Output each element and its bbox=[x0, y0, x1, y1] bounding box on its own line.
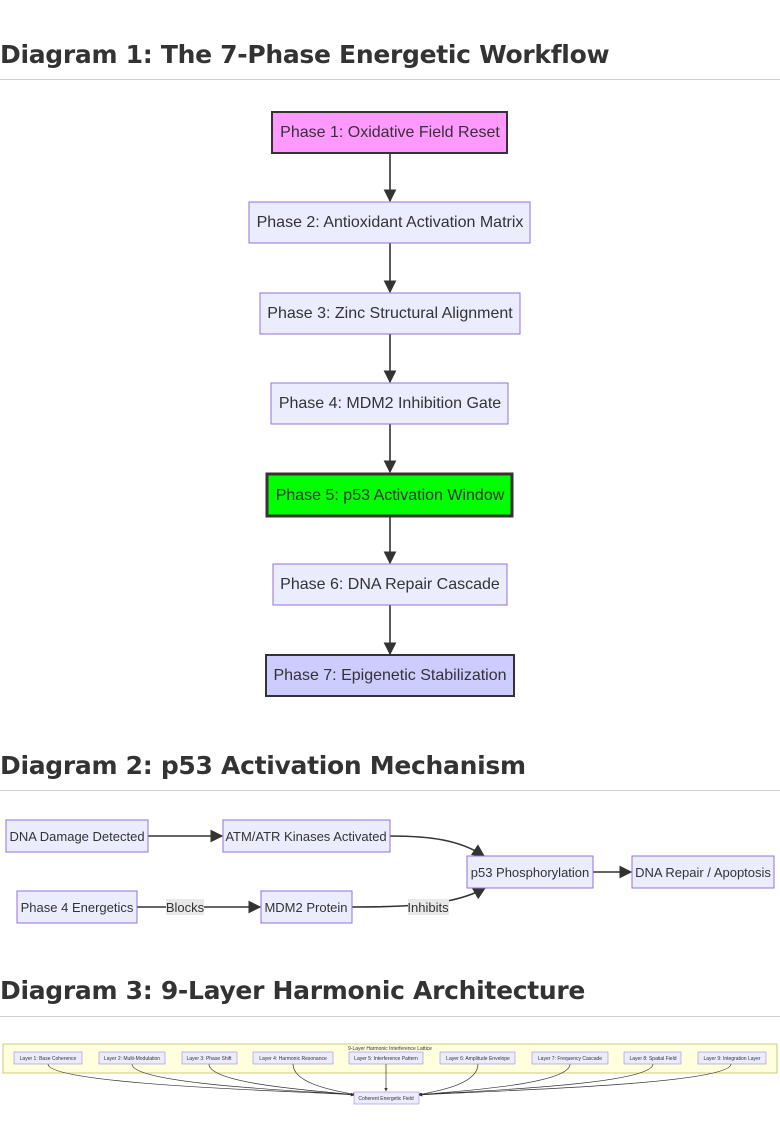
phase-3-node: Phase 3: Zinc Structural Alignment bbox=[259, 292, 521, 335]
phase-2-box bbox=[248, 201, 531, 244]
phase-2-label: Phase 2: Antioxidant Activation Matrix bbox=[257, 214, 524, 231]
coherent-field-label: Coherent Energetic Field bbox=[358, 1096, 414, 1102]
phase4-energetics-label: Phase 4 Energetics bbox=[21, 900, 134, 915]
lattice-title: 9-Layer Harmonic Interference Lattice bbox=[348, 1046, 432, 1052]
layer-4-node: Layer 4: Harmonic Resonance bbox=[252, 1051, 334, 1065]
phase-4-label: Phase 4: MDM2 Inhibition Gate bbox=[279, 395, 501, 412]
layer-2-box bbox=[98, 1051, 166, 1065]
layer-8-box bbox=[623, 1051, 682, 1065]
layer-6-label: Layer 6: Amplitude Envelope bbox=[446, 1056, 510, 1062]
p53-mechanism-diagram: Blocks Inhibits DNA Damage Detected ATM/… bbox=[5, 819, 775, 924]
diagram3-divider bbox=[0, 1016, 780, 1017]
phase-5-node: Phase 5: p53 Activation Window bbox=[265, 472, 514, 518]
mdm2-node: MDM2 Protein bbox=[260, 890, 353, 924]
phase-4-node: Phase 4: MDM2 Inhibition Gate bbox=[270, 382, 509, 425]
diagram2-heading: Diagram 2: p53 Activation Mechanism bbox=[0, 751, 526, 780]
phase-7-node: Phase 7: Epigenetic Stabilization bbox=[265, 654, 515, 697]
edge-layer6-output bbox=[417, 1063, 479, 1096]
layer-6-node: Layer 6: Amplitude Envelope bbox=[439, 1051, 516, 1065]
diagram1-heading: Diagram 1: The 7-Phase Energetic Workflo… bbox=[0, 40, 610, 69]
coherent-field-box bbox=[353, 1091, 420, 1105]
dna-damage-box bbox=[5, 819, 149, 853]
mdm2-box bbox=[260, 890, 353, 924]
layer-1-node: Layer 1: Base Coherence bbox=[13, 1051, 83, 1065]
layer-3-label: Layer 3: Phase Shift bbox=[186, 1056, 232, 1062]
phase-7-box bbox=[265, 654, 515, 697]
diagram2-divider bbox=[0, 790, 780, 791]
layer-9-label: Layer 9: Integration Layer bbox=[704, 1056, 761, 1062]
p53-label: p53 Phosphorylation bbox=[471, 865, 590, 880]
layer-7-box bbox=[531, 1051, 609, 1065]
inhibits-edge-label: Inhibits bbox=[407, 899, 449, 915]
atm-atr-box bbox=[222, 819, 391, 853]
layer-8-node: Layer 8: Spatial Field bbox=[623, 1051, 682, 1065]
layer-2-node: Layer 2: Multi-Modulation bbox=[98, 1051, 166, 1065]
phase-6-label: Phase 6: DNA Repair Cascade bbox=[280, 576, 500, 593]
edge-layer4-output bbox=[292, 1063, 357, 1096]
layer-8-label: Layer 8: Spatial Field bbox=[630, 1056, 677, 1062]
layer-4-box bbox=[252, 1051, 334, 1065]
edge-layer3-output bbox=[208, 1063, 355, 1097]
phase-1-box bbox=[271, 111, 508, 154]
layer-5-box bbox=[348, 1051, 424, 1065]
phase-3-box bbox=[259, 292, 521, 335]
p53-node: p53 Phosphorylation bbox=[466, 855, 594, 889]
layer-2-label: Layer 2: Multi-Modulation bbox=[104, 1056, 160, 1062]
edge-kinases-p53 bbox=[389, 835, 486, 857]
phase-6-box bbox=[272, 563, 508, 606]
diagram1-divider bbox=[0, 79, 780, 80]
diagram3-heading: Diagram 3: 9-Layer Harmonic Architecture bbox=[0, 976, 586, 1005]
mdm2-label: MDM2 Protein bbox=[264, 900, 347, 915]
layer-9-box bbox=[697, 1051, 767, 1065]
blocks-label-text: Blocks bbox=[166, 900, 205, 915]
edge-layer2-output bbox=[131, 1063, 355, 1097]
dna-damage-node: DNA Damage Detected bbox=[5, 819, 149, 853]
layer-3-node: Layer 3: Phase Shift bbox=[181, 1051, 238, 1065]
p53-box bbox=[466, 855, 594, 889]
workflow-diagram: Phase 1: Oxidative Field Reset Phase 2: … bbox=[248, 111, 531, 697]
blocks-edge-label: Blocks bbox=[166, 899, 205, 915]
layer-7-node: Layer 7: Frequency Cascade bbox=[531, 1051, 609, 1065]
edge-layer9-output bbox=[418, 1063, 732, 1097]
phase-5-box bbox=[265, 472, 514, 518]
dna-repair-box bbox=[631, 855, 775, 889]
dna-repair-label: DNA Repair / Apoptosis bbox=[635, 865, 771, 880]
phase-1-node: Phase 1: Oxidative Field Reset bbox=[271, 111, 508, 154]
phase-7-label: Phase 7: Epigenetic Stabilization bbox=[273, 667, 506, 684]
phase4-energetics-node: Phase 4 Energetics bbox=[16, 890, 138, 924]
phase4-energetics-box bbox=[16, 890, 138, 924]
layer-3-box bbox=[181, 1051, 238, 1065]
phase-1-label: Phase 1: Oxidative Field Reset bbox=[280, 124, 500, 141]
dna-damage-label: DNA Damage Detected bbox=[9, 829, 144, 844]
layer-1-label: Layer 1: Base Coherence bbox=[20, 1056, 77, 1062]
phase-5-label: Phase 5: p53 Activation Window bbox=[276, 487, 505, 504]
atm-atr-label: ATM/ATR Kinases Activated bbox=[225, 829, 386, 844]
harmonic-architecture-diagram: 9-Layer Harmonic Interference Lattice La… bbox=[2, 1043, 778, 1105]
phase-2-node: Phase 2: Antioxidant Activation Matrix bbox=[248, 201, 531, 244]
layer-6-box bbox=[439, 1051, 516, 1065]
phase-4-box bbox=[270, 382, 509, 425]
inhibits-label-text: Inhibits bbox=[407, 900, 449, 915]
layer-5-node: Layer 5: Interference Pattern bbox=[348, 1051, 424, 1065]
atm-atr-node: ATM/ATR Kinases Activated bbox=[222, 819, 391, 853]
layer-5-label: Layer 5: Interference Pattern bbox=[354, 1056, 418, 1062]
phase-3-label: Phase 3: Zinc Structural Alignment bbox=[267, 305, 513, 322]
layer-9-node: Layer 9: Integration Layer bbox=[697, 1051, 767, 1065]
phase-6-node: Phase 6: DNA Repair Cascade bbox=[272, 563, 508, 606]
coherent-field-node: Coherent Energetic Field bbox=[353, 1091, 420, 1105]
edge-layer1-output bbox=[47, 1063, 355, 1097]
layer-4-label: Layer 4: Harmonic Resonance bbox=[259, 1056, 327, 1062]
layer-1-box bbox=[13, 1051, 83, 1065]
layer-7-label: Layer 7: Frequency Cascade bbox=[538, 1056, 602, 1062]
dna-repair-node: DNA Repair / Apoptosis bbox=[631, 855, 775, 889]
